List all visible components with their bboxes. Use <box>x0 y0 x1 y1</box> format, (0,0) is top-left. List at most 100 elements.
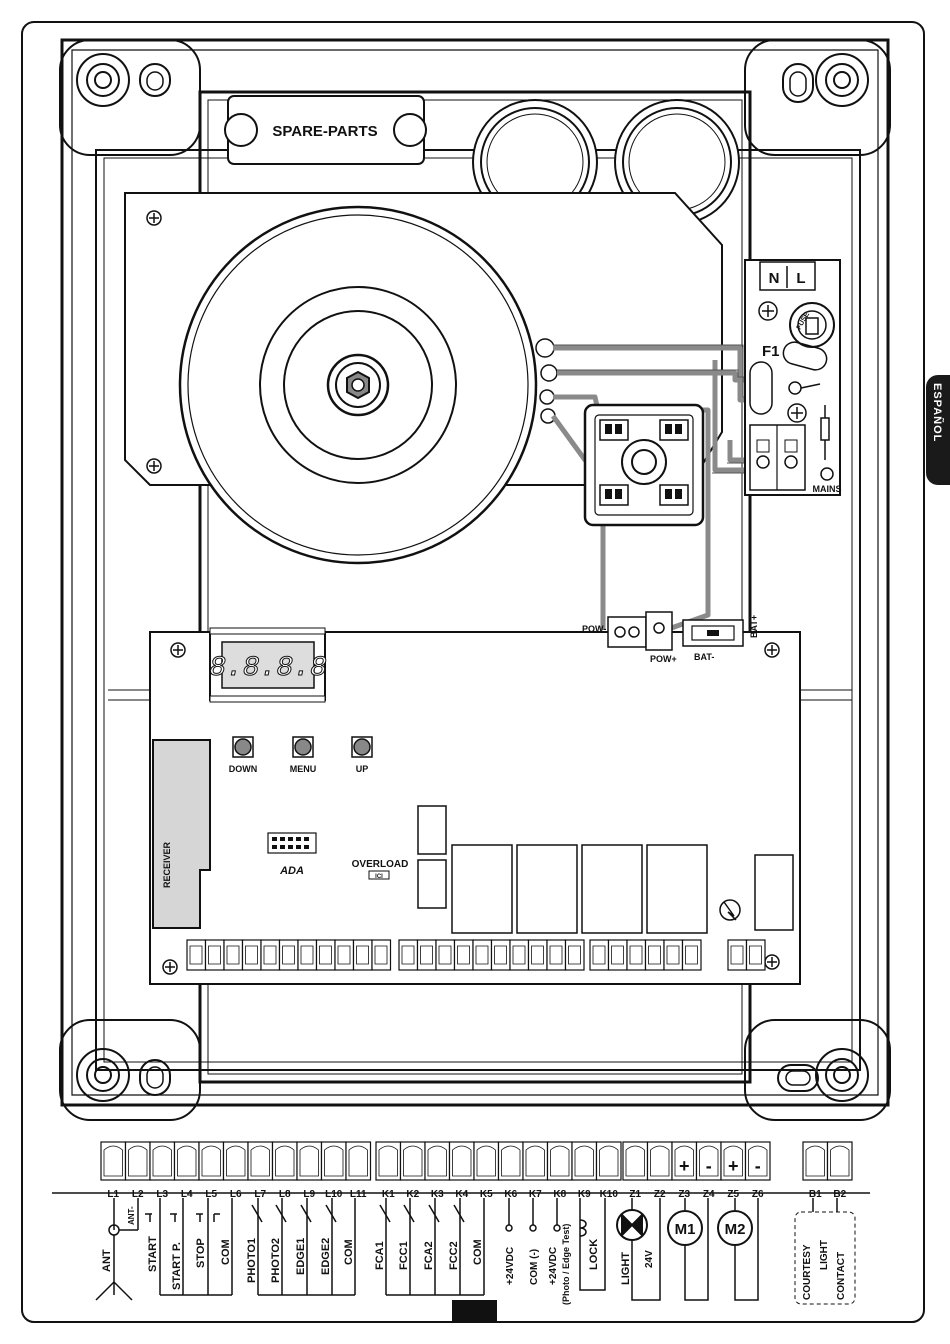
terminal-block <box>375 1141 402 1181</box>
mains-terminal-block: N L FUSE F1 MAINS <box>744 259 842 496</box>
terminal-n-label: N <box>769 270 780 287</box>
terminal-block <box>222 1141 249 1181</box>
terminal-block <box>320 1141 347 1181</box>
terminal-label: K7 <box>529 1189 542 1200</box>
terminal-label: K1 <box>382 1189 395 1200</box>
terminal-label: Z2 <box>654 1189 666 1200</box>
fn-edge2: EDGE2 <box>320 1238 332 1275</box>
polarity-label: + <box>728 1156 739 1176</box>
board-terminal <box>727 939 748 971</box>
motor-m2-icon: M2 <box>717 1210 753 1246</box>
terminal-block <box>695 1141 722 1181</box>
fn-ant: ANT <box>101 1249 113 1272</box>
board-terminal <box>527 939 548 971</box>
terminal-block <box>473 1141 500 1181</box>
seven-segment-display: 8.8.8.8 <box>209 627 327 703</box>
terminal-label: L8 <box>279 1189 291 1200</box>
fn-photo2: PHOTO2 <box>270 1238 282 1283</box>
language-label: ESPAÑOL <box>931 383 943 443</box>
terminal-label: Z1 <box>629 1189 641 1200</box>
terminal-block <box>296 1141 323 1181</box>
lightning-icon <box>719 899 741 921</box>
terminal-label: L10 <box>325 1189 343 1200</box>
transformer-terminals <box>535 338 558 424</box>
spare-parts-label: SPARE-PARTS <box>272 123 377 140</box>
board-terminal <box>352 939 373 971</box>
fn-photo1: PHOTO1 <box>246 1238 258 1283</box>
pow-plus-label: POW+ <box>650 654 677 664</box>
terminal-block <box>399 1141 426 1181</box>
lock-coil-icon <box>579 1219 587 1237</box>
board-terminal <box>398 939 419 971</box>
fn-light: LIGHT <box>620 1252 632 1285</box>
menu-button[interactable]: MENU <box>290 736 317 774</box>
terminal-block <box>571 1141 598 1181</box>
board-terminal <box>663 939 684 971</box>
board-terminal <box>509 939 530 971</box>
fn-start: START <box>147 1236 159 1272</box>
down-label: DOWN <box>229 764 258 774</box>
menu-label: MENU <box>290 764 317 774</box>
polarity-label: - <box>755 1156 761 1176</box>
motor-m2-label: M2 <box>725 1221 746 1238</box>
wiring-schematic <box>95 1198 838 1301</box>
board-terminal <box>186 939 207 971</box>
terminal-label: L3 <box>156 1189 168 1200</box>
fn-start-p: START P. <box>171 1242 183 1290</box>
board-terminal <box>260 939 281 971</box>
language-tab: ESPAÑOL <box>926 375 950 485</box>
terminal-label: L9 <box>303 1189 315 1200</box>
receiver-slot: RECEIVER <box>152 739 211 929</box>
terminal-label: B1 <box>809 1189 822 1200</box>
relays <box>417 805 794 934</box>
fn-courtesy-light: LIGHT <box>819 1240 830 1270</box>
down-button[interactable]: DOWN <box>229 736 258 774</box>
terminal-label: Z6 <box>752 1189 764 1200</box>
terminal-label: K4 <box>455 1189 468 1200</box>
fn-stop: STOP <box>195 1238 207 1268</box>
terminal-label: L11 <box>350 1189 367 1200</box>
terminal-label: K9 <box>578 1189 591 1200</box>
terminal-label: B2 <box>833 1189 846 1200</box>
polarity-label: + <box>679 1156 690 1176</box>
display-digits: 8.8.8.8 <box>209 653 327 684</box>
terminal-label: K8 <box>553 1189 566 1200</box>
terminal-block <box>622 1141 649 1181</box>
connector-housing <box>583 403 705 527</box>
board-terminal <box>297 939 318 971</box>
terminal-label: Z4 <box>703 1189 715 1200</box>
terminal-block <box>247 1141 274 1181</box>
terminal-label: Z3 <box>678 1189 690 1200</box>
fn-24v-light: 24V <box>644 1250 655 1268</box>
terminal-block <box>646 1141 673 1181</box>
spare-parts-cover: SPARE-PARTS <box>224 95 427 165</box>
terminal-block <box>595 1141 622 1181</box>
terminal-label: K5 <box>480 1189 493 1200</box>
terminal-block <box>802 1141 829 1181</box>
terminal-block <box>149 1141 176 1181</box>
terminal-block <box>522 1141 549 1181</box>
board-terminal <box>334 939 355 971</box>
fn-fcc2: FCC2 <box>448 1241 460 1270</box>
up-button[interactable]: UP <box>351 736 373 774</box>
terminal-label: L4 <box>181 1189 193 1200</box>
fn-ant-minus: ANT- <box>127 1206 136 1225</box>
overload-label: OVERLOAD <box>352 859 409 870</box>
board-terminal <box>472 939 493 971</box>
toroidal-transformer <box>178 205 538 565</box>
fn-com-3: COM <box>472 1239 484 1265</box>
terminal-label: K10 <box>600 1189 619 1200</box>
bat-plus-label: BAT+ <box>749 615 759 638</box>
terminal-block <box>497 1141 524 1181</box>
board-terminal <box>416 939 437 971</box>
terminal-label: K2 <box>406 1189 419 1200</box>
terminal-block <box>448 1141 475 1181</box>
lamp-icon <box>616 1209 648 1241</box>
mains-label: MAINS <box>813 484 842 494</box>
fuse-icon: FUSE <box>789 302 835 348</box>
ada-logo: ADA <box>279 865 304 877</box>
terminal-block <box>720 1141 747 1181</box>
terminal-block <box>546 1141 573 1181</box>
board-terminal <box>607 939 628 971</box>
fn-courtesy-contact: CONTACT <box>836 1252 847 1300</box>
